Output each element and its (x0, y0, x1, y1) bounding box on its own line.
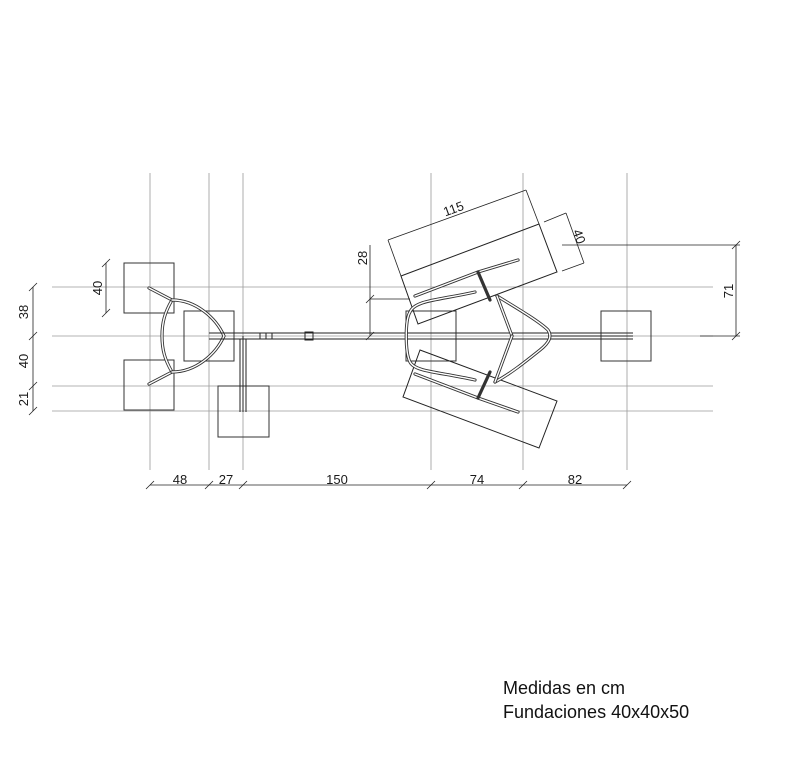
dimension-right-height: 71 (562, 240, 741, 341)
units-note: Medidas en cm (503, 678, 626, 698)
foundations (123, 262, 652, 438)
foundation-left-bottom (123, 359, 175, 411)
foundation-center-left (183, 310, 235, 362)
dim-150: 150 (326, 472, 348, 487)
dim-71: 71 (721, 284, 736, 298)
dim-48: 48 (173, 472, 187, 487)
dim-40-left: 40 (16, 354, 31, 368)
seat-bottom (402, 349, 558, 449)
left-frame (147, 286, 226, 386)
foundation-left-top (123, 262, 175, 314)
dimension-seat-length: 115 (387, 189, 540, 277)
dimension-seat-offset: 28 (355, 245, 410, 341)
right-frame (404, 258, 552, 414)
dim-82: 82 (568, 472, 582, 487)
main-beam (209, 331, 633, 412)
dim-21: 21 (16, 392, 31, 406)
foundations-note: Fundaciones 40x40x50 (503, 702, 690, 722)
dim-40-seat: 40 (570, 227, 589, 246)
notes-block: Medidas en cm Fundaciones 40x40x50 (503, 676, 689, 724)
dim-28: 28 (355, 251, 370, 265)
dimension-seat-width: 40 (543, 212, 589, 272)
dimension-chain-left: 38 40 21 40 (16, 258, 111, 416)
dim-38: 38 (16, 305, 31, 319)
dimension-chain-bottom: 48 27 150 74 82 (145, 472, 632, 490)
dim-115: 115 (441, 198, 466, 219)
dim-27: 27 (219, 472, 233, 487)
dim-74: 74 (470, 472, 484, 487)
grid-lines (52, 173, 713, 470)
dim-40-square: 40 (90, 281, 105, 295)
